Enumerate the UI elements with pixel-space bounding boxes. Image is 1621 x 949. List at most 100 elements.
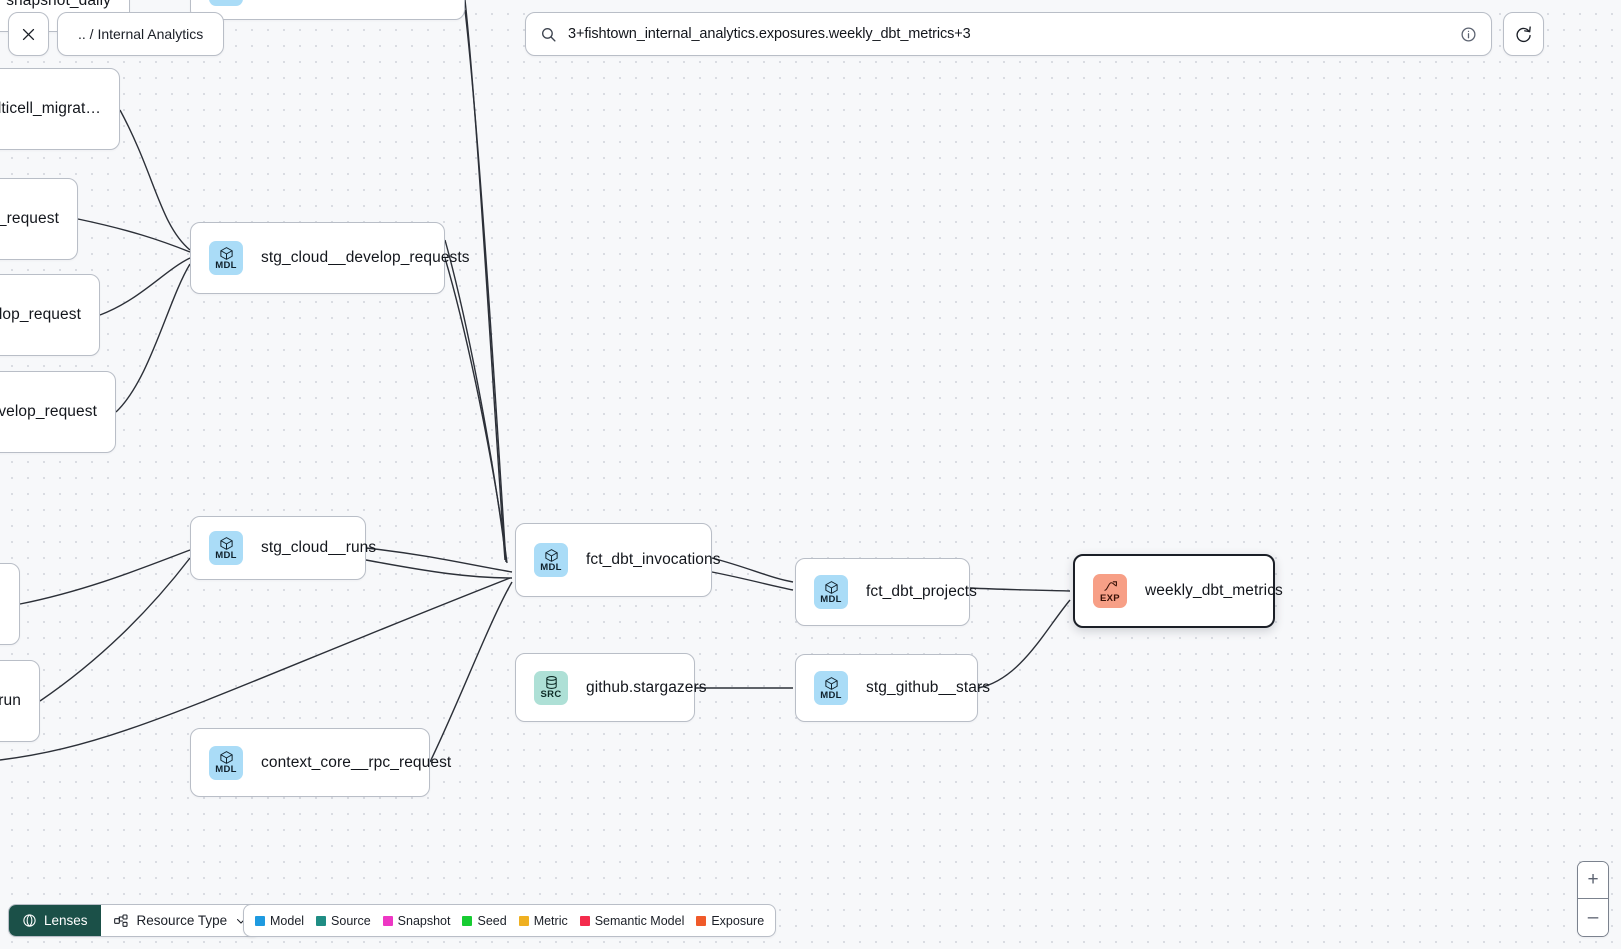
lineage-node-stg_github_stars[interactable]: MDL stg_github__stars — [795, 654, 990, 722]
lineage-edge — [977, 599, 1071, 689]
refresh-button[interactable] — [1503, 12, 1544, 56]
lineage-edge — [39, 557, 191, 702]
legend-item-source[interactable]: Source — [316, 914, 371, 928]
node-type-label: MDL — [820, 593, 842, 605]
legend-swatch — [696, 915, 707, 926]
lineage-node-github_stargazers[interactable]: SRC github.stargazers — [515, 653, 707, 722]
node-label: snapshot_daily — [6, 0, 111, 9]
node-type-label: MDL — [820, 689, 842, 701]
close-button[interactable] — [8, 12, 49, 56]
legend-item-snapshot[interactable]: Snapshot — [382, 913, 451, 928]
lineage-edge — [444, 257, 508, 564]
resource-type-legend: Model Source Snapshot Seed Metric Semantic Mo… — [243, 904, 777, 937]
lens-icon — [23, 914, 36, 927]
node-type-label: MDL — [215, 0, 236, 2]
node-type-badge-src: SRC — [534, 670, 568, 705]
cube-icon — [219, 751, 233, 764]
lineage-node-p_request[interactable]: p_request — [0, 178, 78, 260]
node-type-badge-mdl: MDL — [209, 745, 243, 780]
node-type-badge-mdl: MDL — [209, 0, 243, 6]
lineage-node-left_n[interactable]: n — [0, 563, 20, 645]
breadcrumb[interactable]: .. / Internal Analytics — [57, 12, 225, 56]
lineage-node-velop_request[interactable]: velop_request — [0, 274, 100, 356]
legend-item-model[interactable]: Model — [255, 914, 304, 928]
zoom-controls[interactable]: + – — [1577, 861, 1609, 937]
legend-label: Semantic Model — [594, 913, 685, 928]
legend-swatch — [579, 915, 590, 926]
lineage-edge — [464, 0, 506, 561]
lineage-search-bar[interactable] — [525, 12, 1492, 56]
lineage-node-stg_cloud_develop_req[interactable]: MDL stg_cloud__develop_requests — [190, 222, 470, 294]
legend-swatch — [382, 915, 393, 926]
info-icon[interactable] — [1460, 26, 1477, 43]
lineage-node-context_core_rpc[interactable]: MDL context_core__rpc_request — [190, 728, 451, 797]
resource-type-dropdown[interactable]: Resource Type — [100, 905, 260, 936]
lineage-node-develop_request[interactable]: _develop_request — [0, 371, 116, 453]
search-input[interactable] — [568, 26, 1449, 42]
legend-swatch — [316, 915, 327, 926]
lineage-node-left_run[interactable]: _run — [0, 660, 40, 742]
lineage-node-weekly_dbt_metrics[interactable]: EXP weekly_dbt_metrics — [1073, 554, 1283, 628]
node-label: _develop_request — [0, 403, 97, 420]
legend-swatch — [518, 915, 529, 926]
lenses-label: Lenses — [44, 913, 88, 928]
legend-item-metric[interactable]: Metric — [518, 913, 568, 928]
legend-label: Source — [331, 913, 371, 928]
lineage-node-fct_dbt_invocations[interactable]: MDL fct_dbt_invocations — [515, 523, 721, 597]
node-label: weekly_dbt_metrics — [1145, 582, 1283, 599]
node-label: n — [0, 595, 1, 613]
zoom-in-button[interactable]: + — [1578, 862, 1608, 899]
legend-label: Snapshot — [397, 913, 451, 928]
legend-label: Metric — [533, 913, 568, 928]
node-type-badge-exp: EXP — [1093, 574, 1127, 608]
legend-item-exposure[interactable]: Exposure — [696, 914, 764, 928]
lineage-edge — [444, 239, 507, 561]
node-type-badge-mdl: MDL — [814, 671, 848, 705]
node-type-label: MDL — [215, 259, 237, 271]
lenses-button[interactable]: Lenses — [9, 905, 101, 936]
lineage-edge — [969, 587, 1071, 592]
refresh-icon — [1516, 25, 1531, 42]
legend-swatch — [462, 915, 473, 926]
lineage-edge — [365, 559, 513, 579]
node-type-label: MDL — [215, 764, 237, 775]
lineage-node-int_cloud_acct[interactable]: MDLint_cloud__account_plan_history — [190, 0, 465, 20]
node-type-label: MDL — [215, 549, 237, 561]
cube-icon — [219, 246, 233, 260]
node-type-label: EXP — [1100, 592, 1120, 604]
zoom-out-button[interactable]: – — [1578, 899, 1608, 936]
node-type-badge-mdl: MDL — [209, 241, 243, 275]
node-label: stg_github__stars — [866, 679, 991, 696]
lenses-toolbar[interactable]: Lenses Resource Type — [8, 904, 261, 937]
node-label: fct_dbt_invocations — [586, 551, 721, 568]
node-type-badge-mdl: MDL — [534, 543, 568, 577]
node-label: _run — [0, 692, 21, 709]
close-icon — [22, 28, 35, 40]
lineage-node-fct_dbt_projects[interactable]: MDL fct_dbt_projects — [795, 558, 977, 626]
legend-item-semantic-model[interactable]: Semantic Model — [579, 913, 685, 928]
node-type-badge-mdl: MDL — [209, 531, 243, 565]
node-label: stg_cloud__develop_requests — [261, 249, 470, 266]
node-label: github.stargazers — [586, 678, 707, 696]
breadcrumb-label: .. / Internal Analytics — [78, 26, 204, 42]
node-type-badge-mdl: MDL — [814, 575, 848, 609]
cube-icon — [824, 676, 838, 690]
node-label: context_core__rpc_request — [261, 753, 452, 771]
node-type-label: MDL — [540, 561, 562, 573]
nodes-icon — [113, 913, 128, 927]
exposure-chart-icon — [1103, 580, 1117, 591]
legend-label: Seed — [477, 913, 507, 928]
lineage-edge — [115, 263, 191, 413]
legend-item-seed[interactable]: Seed — [462, 913, 507, 928]
node-label: fct_dbt_projects — [866, 583, 978, 600]
search-icon — [542, 27, 556, 42]
lineage-edge — [429, 581, 513, 763]
lineage-node-multicell_migrat[interactable]: multicell_migrat… — [0, 68, 120, 150]
lineage-edge — [19, 549, 191, 605]
cube-icon — [824, 580, 838, 594]
node-type-label: SRC — [540, 689, 562, 700]
node-label: p_request — [0, 210, 59, 227]
